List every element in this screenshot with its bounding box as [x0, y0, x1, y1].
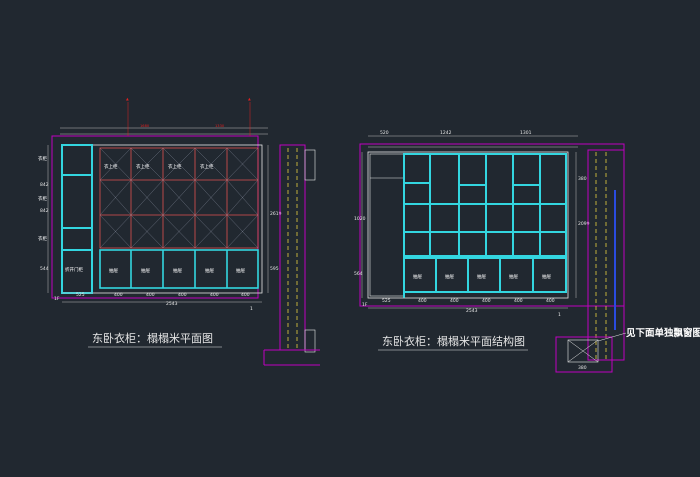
- left-top-dim-2: 1330: [215, 124, 225, 128]
- right-dim-right-2: 380: [578, 176, 587, 182]
- right-width-1: 525: [382, 298, 391, 304]
- left-dim-v3: 544: [40, 266, 49, 272]
- right-total-width: 2543: [466, 308, 478, 314]
- left-door-label: 折开门柜: [65, 266, 83, 273]
- right-drawer-label-4: 抽屉: [509, 273, 518, 280]
- right-dim-right-1: 2099: [578, 221, 590, 227]
- left-shelf-label-2: 衣上柜: [136, 163, 150, 170]
- left-width-5: 400: [210, 292, 219, 298]
- left-callout-1f: 1F: [54, 296, 60, 302]
- right-dim-left-1: 1020: [354, 216, 366, 222]
- right-plan-title: 东卧衣柜：榻榻米平面结构图: [382, 334, 525, 348]
- window-bottom-dim: 380: [578, 365, 587, 371]
- left-dim-right-2: 595: [270, 266, 279, 272]
- right-drawer-label-3: 抽屉: [477, 273, 486, 280]
- left-shelf-label-4: 衣上柜: [200, 163, 214, 170]
- left-width-2: 400: [114, 292, 123, 298]
- left-plan-title: 东卧衣柜：榻榻米平面图: [92, 331, 213, 345]
- right-width-4: 400: [482, 298, 491, 304]
- right-top-dim-1: 520: [380, 130, 389, 136]
- window-detail-box: [567, 339, 599, 363]
- right-width-3: 400: [450, 298, 459, 304]
- left-callout-note-a: ▲: [126, 97, 129, 101]
- left-side-label-2: 衣柜: [38, 195, 47, 202]
- right-callout-1f: 1F: [362, 302, 368, 308]
- right-width-6: 400: [546, 298, 555, 304]
- left-shelf-label-1: 衣上柜: [104, 163, 118, 170]
- left-total-width: 2543: [166, 301, 178, 307]
- left-drawer-label-1: 抽屉: [109, 267, 118, 274]
- left-side-label-1: 衣柜: [38, 155, 47, 162]
- left-shelf-label-3: 衣上柜: [168, 163, 182, 170]
- right-dim-left-2: 564: [354, 271, 363, 277]
- right-drawer-label-1: 抽屉: [413, 273, 422, 280]
- left-side-label-3: 衣柜: [38, 235, 47, 242]
- right-top-dim-3: 1301: [520, 130, 532, 136]
- left-dim-right-1: 2619: [270, 211, 282, 217]
- left-width-6: 400: [241, 292, 250, 298]
- left-drawer-label-2: 抽屉: [141, 267, 150, 274]
- right-drawer-label-2: 抽屉: [445, 273, 454, 280]
- right-width-2: 400: [418, 298, 427, 304]
- left-callout-note-b: ▲: [248, 97, 251, 101]
- right-width-5: 400: [514, 298, 523, 304]
- left-width-1: 525: [76, 292, 85, 298]
- left-top-dim-1: 1680: [140, 124, 150, 128]
- left-width-4: 400: [178, 292, 187, 298]
- left-dim-v2: 842: [40, 208, 49, 214]
- left-drawer-label-5: 抽屉: [236, 267, 245, 274]
- window-note: 见下面单独飘窗图: [626, 327, 700, 339]
- left-drawer-label-3: 抽屉: [173, 267, 182, 274]
- left-plan: 1680 1330 ▲ ▲: [38, 97, 320, 366]
- left-window-column: [279, 144, 306, 351]
- right-window-column: [587, 149, 625, 361]
- right-plan: 520 1242 1301: [354, 130, 700, 373]
- left-callout-1: 1: [250, 306, 253, 312]
- right-drawer-label-5: 抽屉: [542, 273, 551, 280]
- left-drawer-label-4: 抽屉: [205, 267, 214, 274]
- left-width-3: 400: [146, 292, 155, 298]
- left-dim-v1: 842: [40, 182, 49, 188]
- right-top-dim-2: 1242: [440, 130, 452, 136]
- right-callout-1: 1: [558, 312, 561, 318]
